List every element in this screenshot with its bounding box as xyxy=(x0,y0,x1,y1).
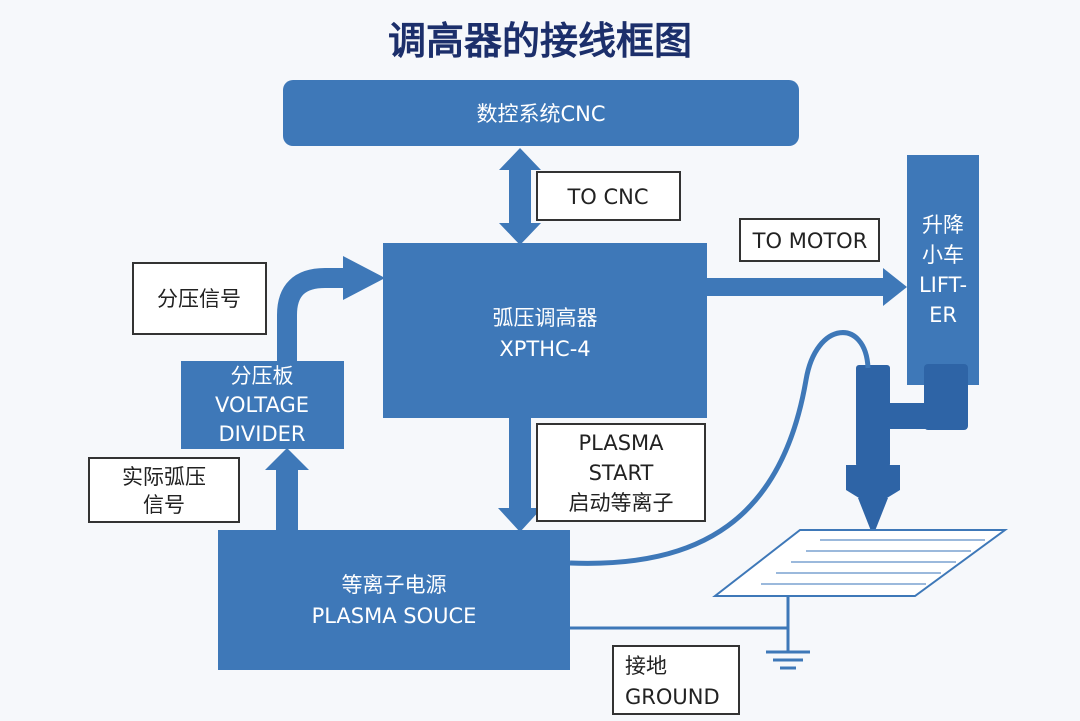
to-motor-label: TO MOTOR xyxy=(752,229,868,253)
plasma-start-label-line1: PLASMA xyxy=(578,431,664,455)
thc-block: 弧压调高器 XPTHC-4 xyxy=(383,243,707,418)
lifter-label-line1: 升降 xyxy=(922,213,964,237)
thc-label-model: XPTHC-4 xyxy=(499,337,590,361)
lifter-block: 升降 小车 LIFT- ER xyxy=(907,155,979,385)
divider-label-en1: VOLTAGE xyxy=(215,393,309,417)
plasma-torch xyxy=(846,365,900,536)
plasma-start-label-line2: START xyxy=(589,461,654,485)
ground-label-line1: 接地 xyxy=(625,654,667,678)
divider-label-cn: 分压板 xyxy=(231,364,294,388)
ground-connection xyxy=(570,596,790,652)
lifter-label-line4: ER xyxy=(929,303,957,327)
plasma-start-label-line3: 启动等离子 xyxy=(569,491,674,515)
lifter-label-line3: LIFT- xyxy=(919,273,967,297)
ground-label-box: 接地 GROUND xyxy=(612,645,740,715)
ground-label-line2: GROUND xyxy=(625,685,720,709)
divided-signal-label: 分压信号 xyxy=(157,287,241,311)
to-cnc-label: TO CNC xyxy=(566,185,648,209)
thc-to-lifter-arrow xyxy=(707,268,907,306)
torch-cable xyxy=(569,330,871,566)
thc-to-source-arrow xyxy=(498,418,542,532)
plasma-source-block: 等离子电源 PLASMA SOUCE xyxy=(218,530,570,670)
divider-to-thc-arrow xyxy=(277,256,385,362)
divider-label-en2: DIVIDER xyxy=(219,422,306,446)
divided-signal-label-box: 分压信号 xyxy=(132,262,267,335)
ground-symbol-icon xyxy=(766,650,810,670)
torch-holder-arm xyxy=(878,364,968,430)
workpiece xyxy=(712,529,1009,597)
to-motor-label-box: TO MOTOR xyxy=(739,218,880,262)
actual-arc-label-line1: 实际弧压 xyxy=(122,465,206,489)
plasma-start-label-box: PLASMA START 启动等离子 xyxy=(536,423,706,522)
actual-arc-label-line2: 信号 xyxy=(143,493,185,517)
actual-arc-label-box: 实际弧压 信号 xyxy=(88,457,240,523)
thc-label-cn: 弧压调高器 xyxy=(493,306,598,330)
to-cnc-label-box: TO CNC xyxy=(536,171,681,221)
source-to-divider-arrow xyxy=(265,448,309,530)
voltage-divider-block: 分压板 VOLTAGE DIVIDER xyxy=(181,361,344,449)
plasma-source-label-en: PLASMA SOUCE xyxy=(312,604,477,628)
cnc-label: 数控系统CNC xyxy=(476,102,605,126)
lifter-label-line2: 小车 xyxy=(922,243,964,267)
cnc-thc-double-arrow xyxy=(499,148,541,245)
plasma-source-label-cn: 等离子电源 xyxy=(342,573,447,597)
diagram-title: 调高器的接线框图 xyxy=(388,19,692,63)
cnc-block: 数控系统CNC xyxy=(283,80,799,146)
